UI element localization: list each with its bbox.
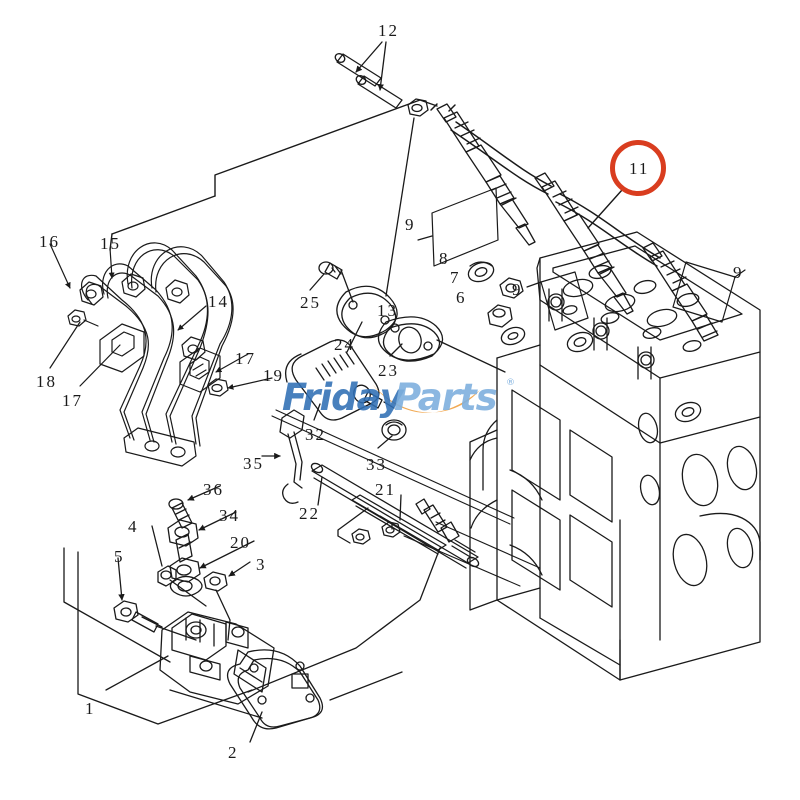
callout-label-32: 32 [305,425,326,444]
callout-label-7: 7 [450,268,461,287]
group-boundary-lower [77,547,441,725]
fitting-4 [151,525,207,607]
callout-label-1: 1 [85,699,96,718]
callout-label-9: 9 [512,280,523,299]
banjo-fitting-5 [113,557,197,641]
callout-label-34: 34 [219,506,240,525]
callout-label-9: 9 [733,263,744,282]
flange-gasket-23 [377,316,506,373]
callout-label-8: 8 [439,249,450,268]
pipe-nut-19 [207,378,229,397]
callout-label-9: 9 [405,215,416,234]
callout-label-23: 23 [378,361,399,380]
callout-label-4: 4 [128,517,139,536]
control-rod-22 [310,462,480,569]
engine-cylinder-block [469,231,761,681]
callout-label-6: 6 [456,288,467,307]
nut-3 [203,561,251,641]
rack-lever-21 [337,494,447,555]
leaders-pipes [49,243,273,390]
callout-label-25: 25 [300,293,321,312]
dowel-pins-12 [334,41,403,109]
pipe-bolt-18 [67,309,99,327]
callout-label-12: 12 [378,21,399,40]
callout-label-17: 17 [235,349,256,368]
callout-label-22: 22 [299,504,320,523]
filter-washer-33 [377,419,407,449]
reference-lines [271,409,541,587]
glow-plug-harness-wire [430,103,661,267]
injector-nut-13 [385,98,429,297]
pipe-nipple [79,273,206,361]
callout-label-11: 11 [629,159,650,178]
callout-label-16: 16 [39,232,60,251]
washer-20 [169,540,255,597]
fuel-injector-2 [534,172,634,315]
lever-35 [261,409,305,504]
group-boundary-upper [109,99,438,251]
injection-pipes-assembly [67,242,234,467]
fuel-injector-1 [436,103,536,246]
callout-label-3: 3 [256,555,267,574]
callout-label-2: 2 [228,743,239,762]
highlight-leader-11 [587,189,623,229]
callout-label-24: 24 [334,335,355,354]
callout-label-35: 35 [243,454,264,473]
callout-label-19: 19 [263,366,284,385]
injector-seat-washers [467,261,702,423]
callout-label-36: 36 [203,480,224,499]
bolt-25 [309,261,343,291]
callout-label-21: 21 [375,480,396,499]
callout-bracket-9 [417,187,746,331]
callout-label-18: 18 [36,372,57,391]
callout-label-17: 17 [62,391,83,410]
pipe-clamp-17b [179,347,221,393]
hex-nut-34 [167,511,237,563]
callout-label-14: 14 [208,292,229,311]
callout-label-15: 15 [100,234,121,253]
pipe-clamp-17a [99,323,145,373]
glow-plug-detached [415,498,476,559]
callout-label-33: 33 [366,455,387,474]
callout-label-13: 13 [377,301,398,320]
injection-pump-body [63,547,403,743]
callout-label-5: 5 [114,547,125,566]
highlight-ring-part-11 [610,140,666,196]
callout-label-20: 20 [230,533,251,552]
